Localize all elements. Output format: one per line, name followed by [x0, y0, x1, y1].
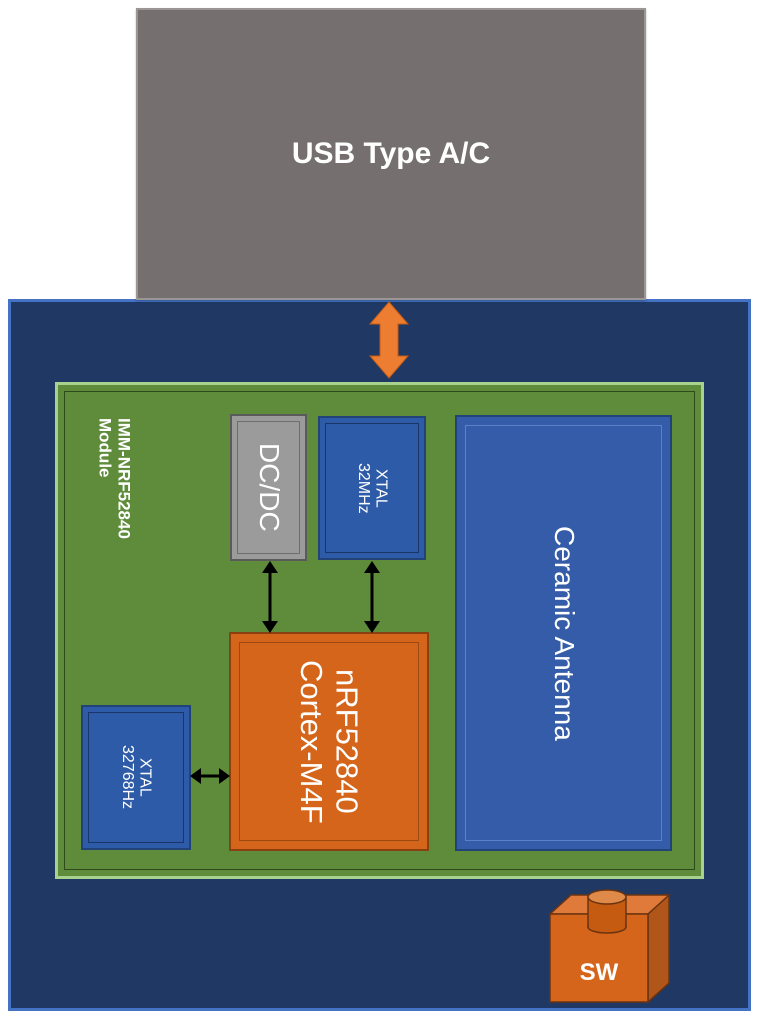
mcu-label: nRF52840 Cortex-M4F: [294, 659, 365, 824]
xtal32mhz-mcu-arrow-icon: [364, 561, 380, 633]
switch-icon: SW: [548, 889, 671, 1004]
xtal-32mhz-block: XTAL 32MHz: [318, 416, 426, 560]
ceramic-antenna-block: Ceramic Antenna: [455, 415, 672, 851]
usb-connector-block: USB Type A/C: [136, 8, 646, 300]
xtal-32mhz-label: XTAL 32MHz: [355, 462, 390, 514]
dcdc-block: DC/DC: [230, 414, 307, 561]
xtal32768hz-mcu-arrow-icon: [190, 768, 230, 784]
dcdc-label: DC/DC: [253, 443, 285, 532]
switch-label: SW: [580, 959, 619, 986]
nrf52840-mcu-block: nRF52840 Cortex-M4F: [229, 632, 429, 851]
dcdc-mcu-arrow-icon: [262, 561, 278, 633]
usb-bidirectional-arrow-icon: [368, 301, 410, 379]
antenna-label: Ceramic Antenna: [548, 525, 580, 741]
module-label: IMM-NRF52840 Module: [95, 418, 134, 539]
xtal-32768hz-block: XTAL 32768Hz: [81, 705, 191, 850]
usb-label: USB Type A/C: [291, 137, 491, 170]
xtal-32768hz-label: XTAL 32768Hz: [119, 745, 154, 810]
